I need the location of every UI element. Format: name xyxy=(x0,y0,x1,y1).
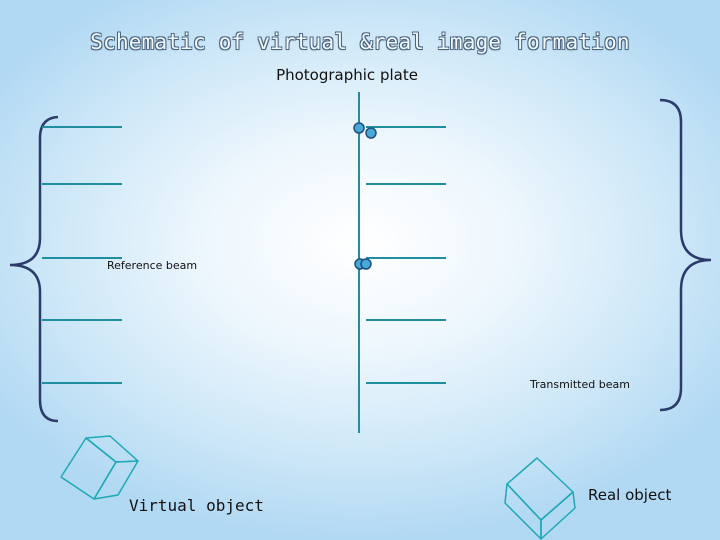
virtual-object-cube xyxy=(60,435,139,500)
real-object-cube xyxy=(504,457,576,540)
virtual-object-label: Virtual object xyxy=(129,496,264,515)
photographic-plate-label: Photographic plate xyxy=(276,66,418,84)
fringe-dot xyxy=(360,258,372,270)
fringe-dot xyxy=(353,122,365,134)
reference-beam-wavefronts xyxy=(42,126,122,384)
transmitted-beam-label: Transmitted beam xyxy=(530,378,630,391)
left-brace xyxy=(9,115,59,423)
fringe-dots-upper xyxy=(353,122,377,139)
slide-title: Schematic of virtual &real image formati… xyxy=(90,30,630,54)
transmitted-beam-wavefronts xyxy=(366,126,446,384)
real-object-label: Real object xyxy=(588,486,672,504)
right-brace xyxy=(659,98,712,412)
fringe-dot xyxy=(365,127,377,139)
reference-beam-label: Reference beam xyxy=(107,259,198,272)
fringe-dots-middle xyxy=(354,258,372,270)
